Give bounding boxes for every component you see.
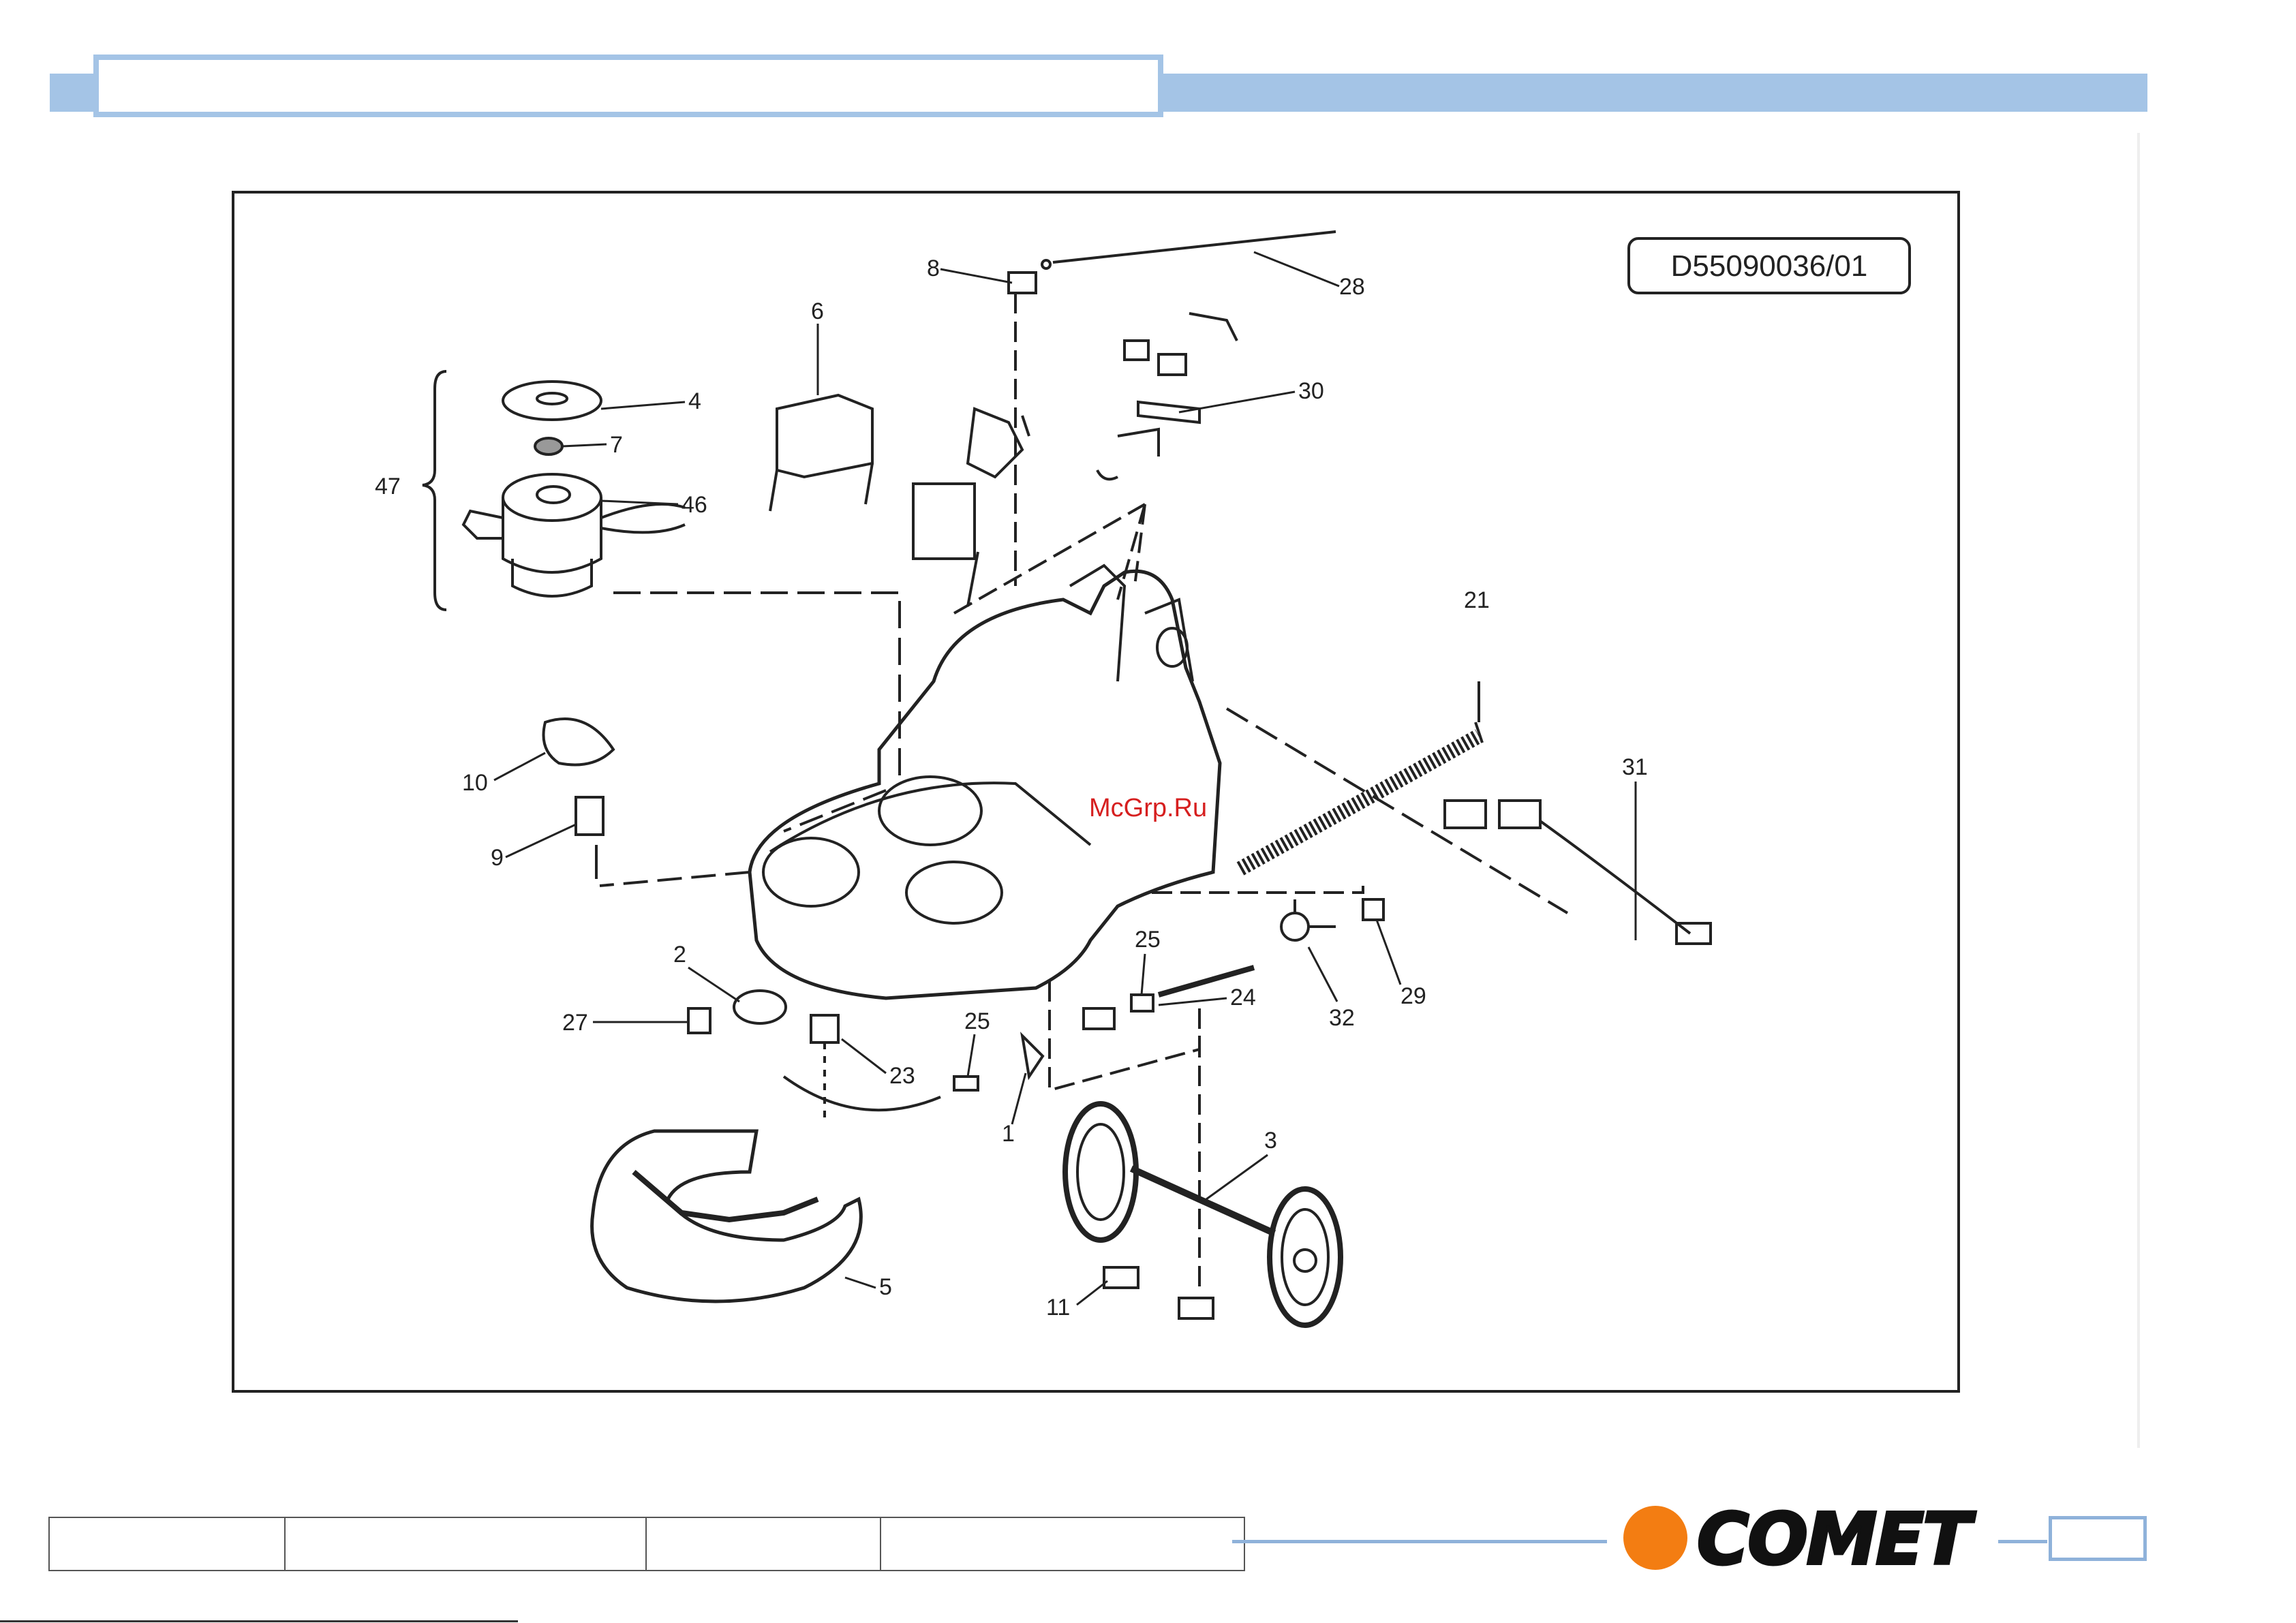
callout-4: 4	[688, 388, 701, 414]
part-11-clip-a	[1104, 1267, 1138, 1288]
part-29-elbow	[1363, 899, 1383, 920]
callout-28: 28	[1339, 274, 1365, 300]
footer-cell-2	[286, 1518, 647, 1570]
bottom-rule	[0, 1620, 518, 1622]
comet-logo-wordmark: COMET	[1697, 1498, 1970, 1581]
part-5-inner-detail	[634, 1172, 818, 1220]
callout-30: 30	[1298, 378, 1324, 404]
base-posts	[1070, 566, 1193, 681]
watermark: McGrp.Ru	[1089, 794, 1207, 823]
callout-47: 47	[375, 474, 401, 499]
part-6-cover	[770, 395, 872, 511]
motor-body	[503, 497, 601, 572]
callout-6: 6	[811, 298, 824, 324]
callout-21: 21	[1464, 587, 1490, 613]
part-21-hose	[1240, 736, 1479, 869]
part-28-end	[1042, 260, 1050, 268]
part-9-filter	[576, 797, 603, 835]
callout-1: 1	[1002, 1121, 1015, 1147]
assembly-line-motor	[613, 593, 900, 784]
part-2-clamp	[734, 991, 786, 1023]
base-opening-1	[763, 838, 859, 906]
part-31-plug-a	[1445, 801, 1486, 828]
callout-7: 7	[610, 432, 623, 458]
assembly-line-29	[1152, 886, 1363, 893]
callout-24: 24	[1230, 985, 1256, 1010]
callout-2: 2	[673, 942, 686, 968]
callout-10: 10	[462, 770, 488, 796]
callout-46: 46	[682, 492, 707, 518]
callout-25b: 25	[964, 1008, 990, 1034]
switch-board	[913, 484, 975, 559]
wheel-axle	[1131, 1169, 1274, 1233]
assembly-line-31	[1227, 709, 1567, 913]
part-25-fitting-a	[954, 1077, 978, 1090]
part-5-bumper	[592, 1131, 861, 1301]
callout-31: 31	[1622, 754, 1648, 780]
callout-25: 25	[1135, 927, 1161, 953]
callout-3: 3	[1264, 1128, 1277, 1154]
footer-info-table	[48, 1517, 1245, 1571]
part-25-fitting-b	[1131, 995, 1153, 1011]
part-30-b	[1159, 354, 1186, 375]
callout-labels: 8 28 6 30 4 7 47 46 21 10 31 9 25 2 24 3…	[375, 256, 1648, 1320]
footer-rule-right	[1998, 1540, 2047, 1543]
part-30-c	[1189, 313, 1237, 341]
assembly-line-base	[600, 790, 886, 886]
part-30-bracket	[1097, 429, 1159, 479]
part-11-clip-b	[1179, 1298, 1213, 1318]
part-32-tee	[1281, 913, 1308, 940]
motor-top-hole	[537, 486, 570, 503]
part-31-wire	[1540, 821, 1690, 933]
wheel-right-center	[1294, 1250, 1316, 1271]
assembly-line-1	[1050, 981, 1199, 1090]
part-28-cable	[1053, 232, 1336, 262]
callout-27: 27	[562, 1010, 588, 1036]
part-8-clip	[1009, 273, 1036, 293]
callout-11: 11	[1046, 1295, 1070, 1320]
part-27-clip	[688, 1008, 710, 1033]
part-30-a	[1124, 341, 1148, 360]
callout-5: 5	[879, 1274, 892, 1300]
callout-29: 29	[1400, 983, 1426, 1009]
wheel-left-hub	[1077, 1124, 1124, 1220]
assembly-line-30	[1118, 504, 1145, 600]
part-24-block	[1084, 1008, 1114, 1029]
group-bracket	[423, 371, 446, 610]
part-31-plug-b	[1499, 801, 1540, 828]
diagram-code: D55090036/01	[1671, 249, 1868, 283]
part-7-plug	[535, 438, 562, 454]
part-23-tube	[784, 1077, 940, 1110]
motor-top	[503, 474, 601, 521]
wheel-right-hub	[1282, 1209, 1328, 1305]
motor-connector	[463, 511, 503, 538]
callout-9: 9	[491, 845, 504, 871]
base-opening-2	[906, 862, 1002, 923]
motor-base	[512, 559, 592, 596]
motor-cable	[601, 504, 685, 532]
part-10-cap	[544, 719, 614, 765]
comet-logo-dot	[1623, 1506, 1687, 1570]
part-4-ring	[503, 382, 601, 420]
footer-cell-4	[881, 1518, 1244, 1570]
part-23-valve	[811, 1015, 838, 1042]
footer-rule-left	[1232, 1540, 1607, 1543]
callout-32: 32	[1329, 1005, 1355, 1031]
part-4-hole	[537, 393, 567, 404]
footer-cell-3	[647, 1518, 881, 1570]
part-1-bracket	[1022, 1036, 1043, 1077]
page-number-box	[2049, 1516, 2147, 1561]
footer-cell-1	[50, 1518, 286, 1570]
assembly-line-switch	[954, 504, 1145, 613]
callout-23: 23	[889, 1063, 915, 1089]
callout-8: 8	[927, 256, 940, 281]
part-30-bar	[1138, 402, 1199, 422]
